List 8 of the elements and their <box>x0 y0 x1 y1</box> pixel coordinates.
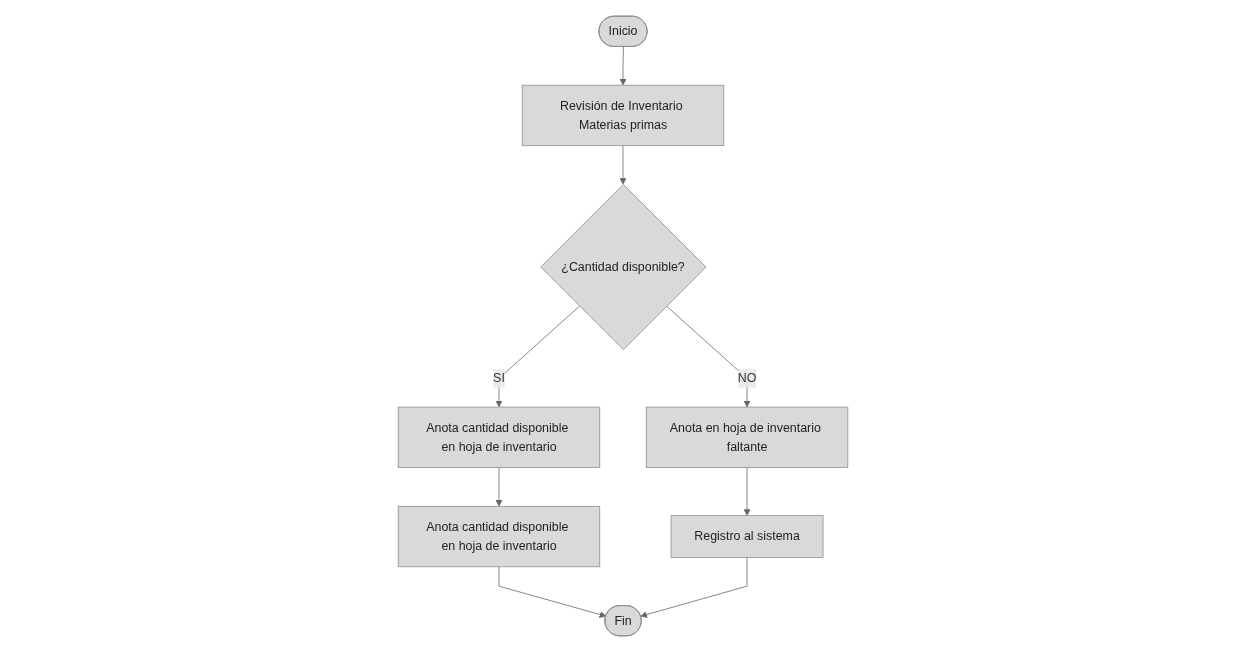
node-diamond: ¿Cantidad disponible? <box>540 184 707 351</box>
node-box: Anota cantidad disponible en hoja de inventario <box>398 406 601 468</box>
node-box: Registro al sistema <box>671 515 824 558</box>
edge-label: SI <box>493 371 506 385</box>
node-box: Anota en hoja de inventario faltante <box>646 406 849 468</box>
node-box: Anota cantidad disponible en hoja de inventario <box>398 505 601 568</box>
edge-label: NO <box>738 371 757 385</box>
node-box: Revisión de Inventario Materias primas <box>522 84 725 147</box>
